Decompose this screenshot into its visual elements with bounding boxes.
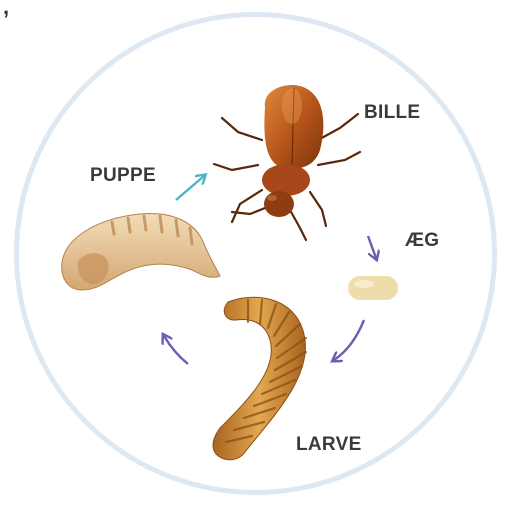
larva-icon [213,297,306,460]
arrow-egg-to-larva [334,320,364,360]
label-larva: LARVE [296,434,362,456]
arrow-pupa-to-beetle [176,176,204,200]
label-beetle: BILLE [364,102,420,124]
pupa-icon [62,214,220,290]
label-pupa: PUPPE [90,165,156,187]
egg-icon [348,276,398,300]
arrow-larva-to-pupa [164,336,188,364]
beetle-icon [214,85,360,240]
label-egg: ÆG [405,230,439,252]
arrow-beetle-to-egg [368,236,376,258]
